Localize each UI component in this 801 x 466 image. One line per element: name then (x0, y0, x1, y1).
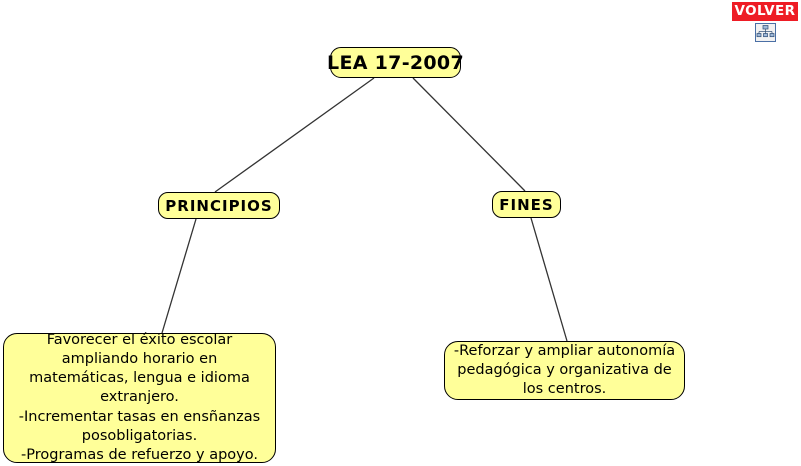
connector-root-fines (412, 77, 526, 192)
node-principios-detail[interactable]: Favorecer el éxito escolar ampliando hor… (3, 331, 276, 464)
node-fines-label: FINES (499, 195, 554, 214)
connector-fines-detail (530, 217, 568, 342)
node-principios[interactable]: PRINCIPIOS (158, 192, 280, 219)
node-fines[interactable]: FINES (492, 191, 561, 218)
back-button-group: VOLVER (729, 0, 801, 42)
org-chart-icon[interactable] (754, 23, 776, 42)
node-principios-label: PRINCIPIOS (165, 196, 273, 215)
connector-principios-detail (161, 218, 197, 334)
node-lea-17-2007-label: LEA 17-2007 (327, 51, 464, 74)
volver-button-label: VOLVER (734, 2, 796, 19)
node-fines-detail-text: -Reforzar y ampliar autonomía pedagógica… (453, 342, 676, 398)
volver-button[interactable]: VOLVER (730, 0, 800, 23)
connector-root-principios (214, 77, 375, 193)
node-lea-17-2007[interactable]: LEA 17-2007 (327, 47, 464, 78)
node-fines-detail[interactable]: -Reforzar y ampliar autonomía pedagógica… (444, 341, 685, 400)
node-principios-detail-text: Favorecer el éxito escolar ampliando hor… (18, 331, 261, 464)
